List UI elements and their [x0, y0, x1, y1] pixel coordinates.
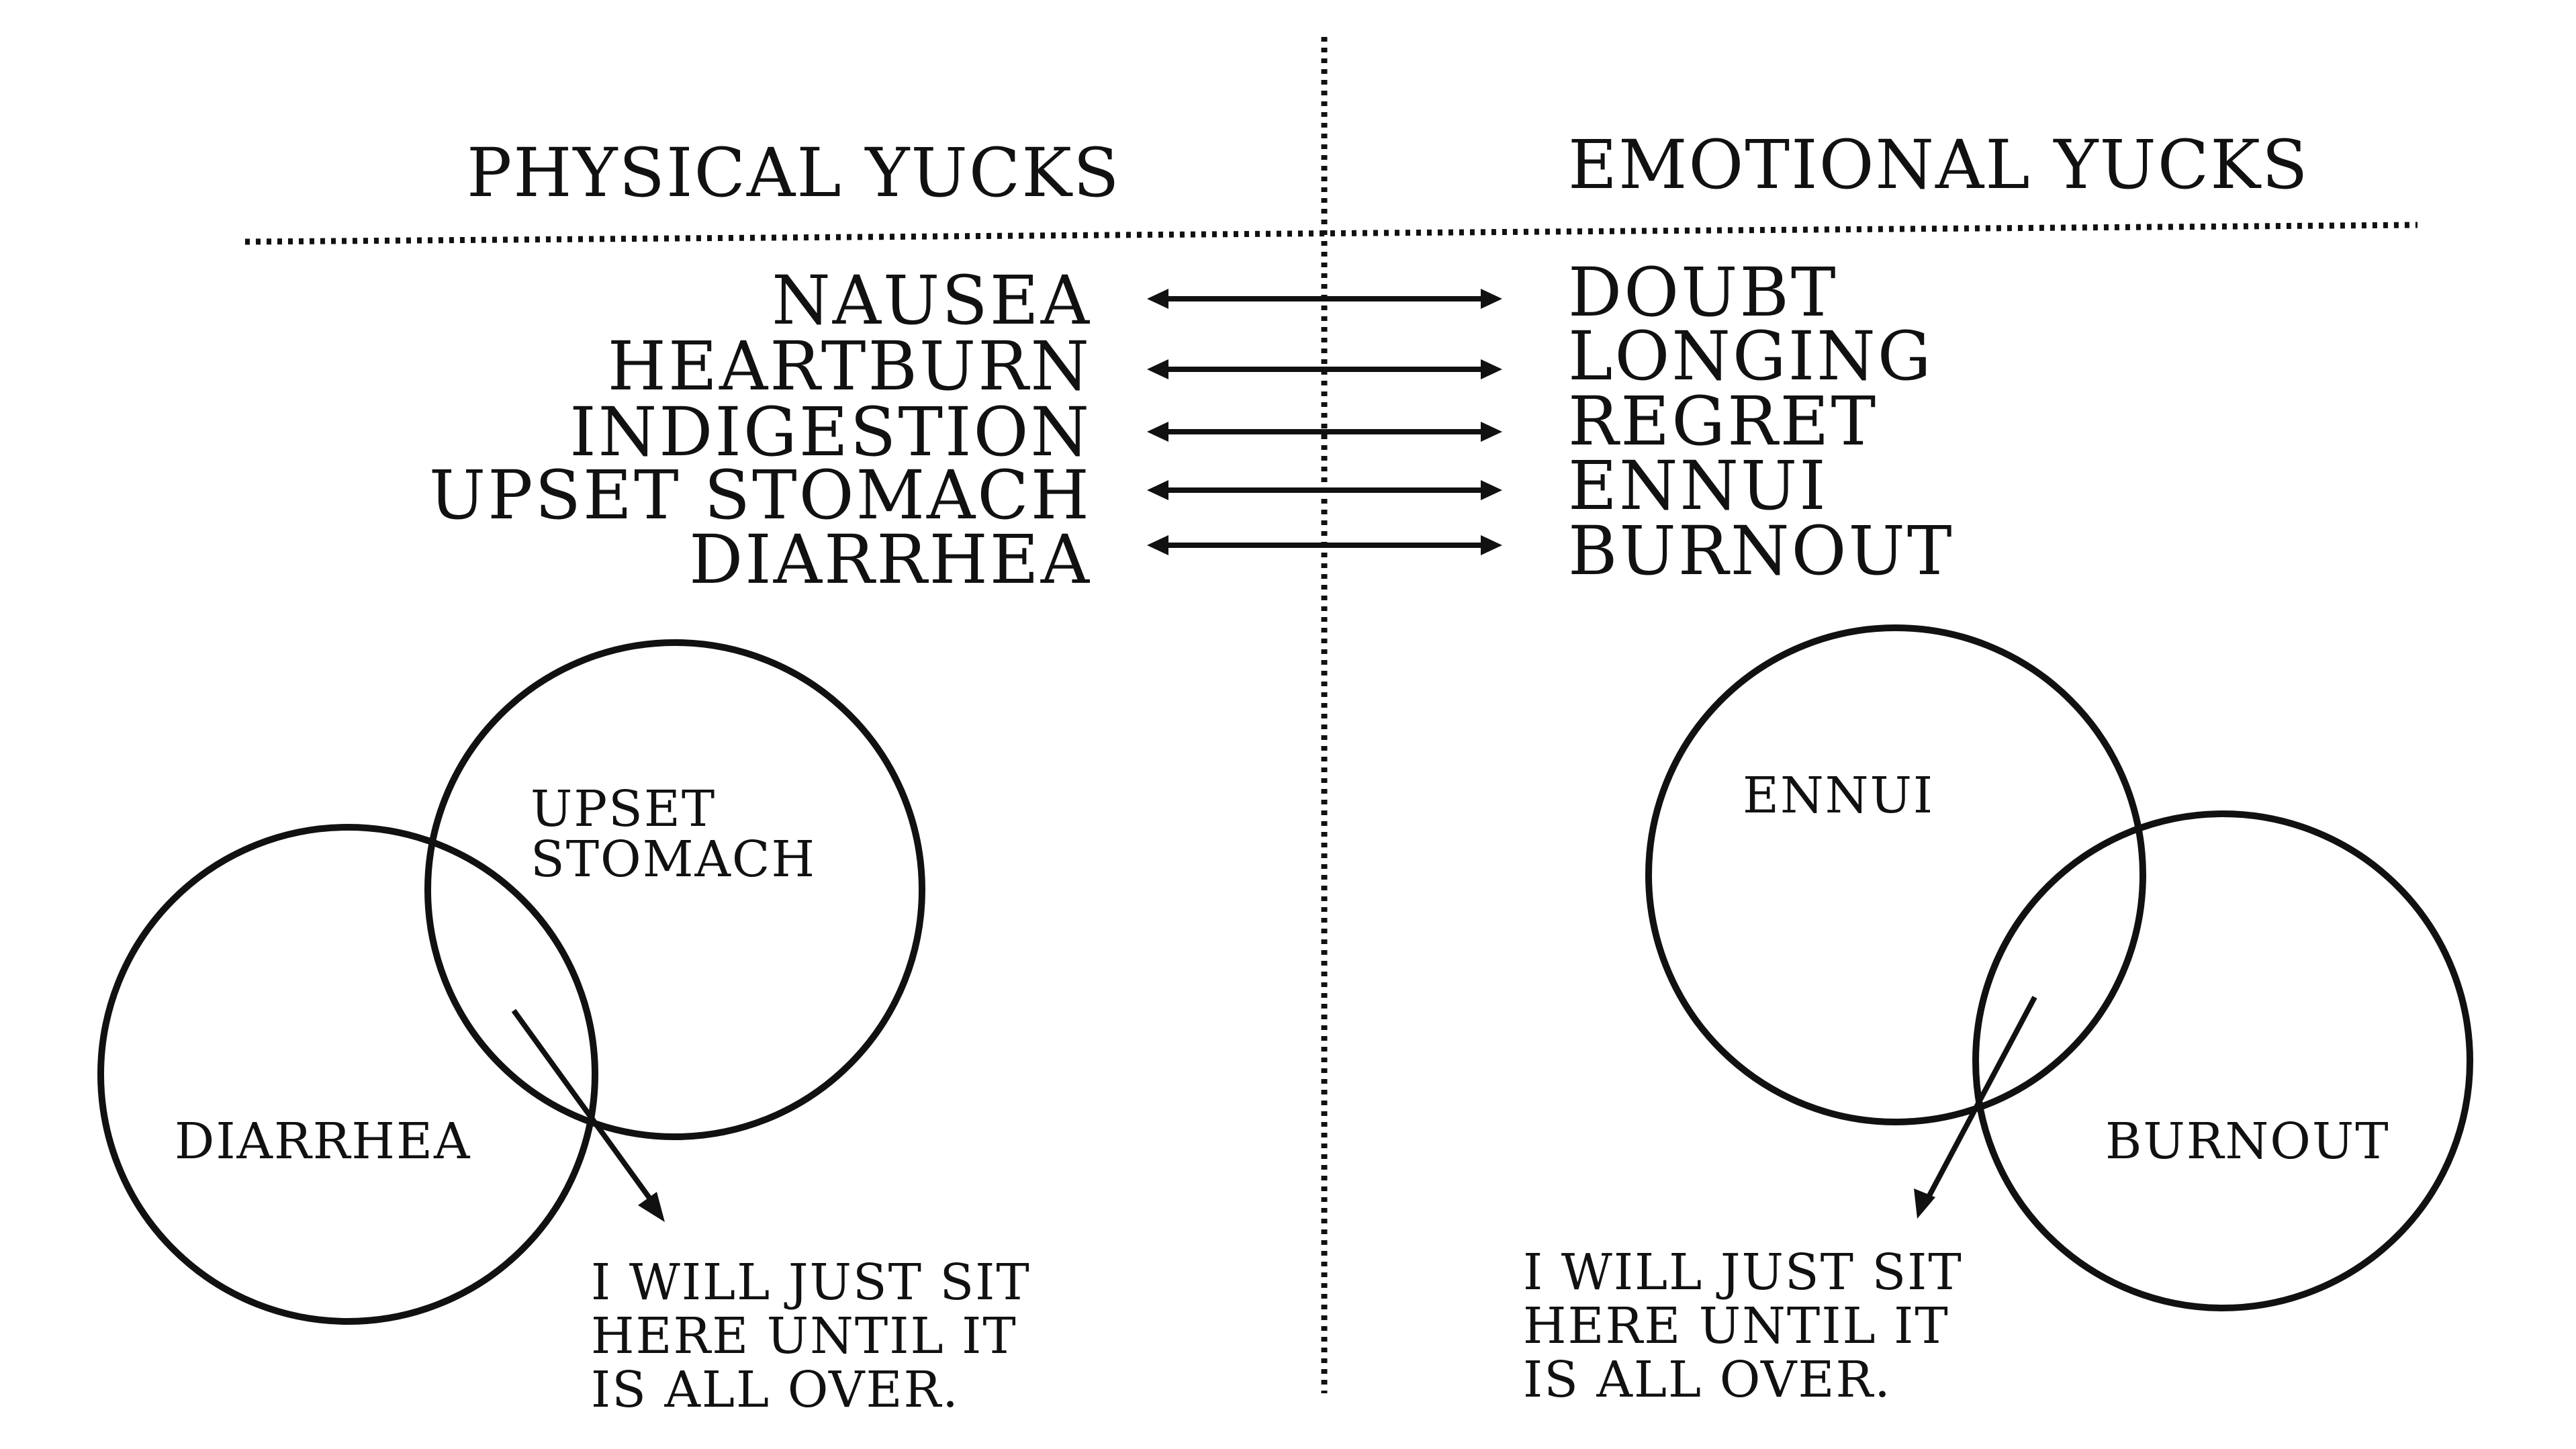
venn-label-ennui: ENNUI — [1743, 767, 1934, 825]
horizontal-divider — [244, 222, 2418, 245]
pointer-arrow — [1914, 996, 2037, 1219]
emotional-item: REGRET — [1568, 382, 1878, 461]
venn-circle-burnout — [1972, 810, 2473, 1311]
physical-item: NAUSEA — [772, 261, 1091, 340]
emotional-item: DOUBT — [1568, 253, 1838, 332]
physical-item: DIARRHEA — [689, 520, 1091, 599]
emotional-item: ENNUI — [1568, 447, 1828, 525]
note-line: I WILL JUST SIT — [1523, 1244, 1963, 1301]
venn-label-diarrhea: DIARRHEA — [175, 1113, 471, 1170]
venn-circle-upset-stomach — [424, 639, 925, 1140]
double-arrow — [1147, 289, 1502, 309]
heading-emotional-yucks: EMOTIONAL YUCKS — [1568, 126, 2309, 204]
venn-label-upset: UPSET — [531, 780, 716, 838]
physical-item: HEARTBURN — [608, 327, 1091, 406]
double-arrow — [1147, 422, 1502, 442]
venn-label-burnout: BURNOUT — [2105, 1113, 2390, 1170]
emotional-item: LONGING — [1568, 317, 1933, 395]
pointer-arrow — [511, 1009, 665, 1222]
emotional-item: BURNOUT — [1568, 512, 1954, 590]
note-line: I WILL JUST SIT — [591, 1254, 1031, 1311]
venn-label-stomach: STOMACH — [531, 831, 816, 888]
venn-circle-diarrhea — [97, 824, 598, 1325]
physical-item: UPSET STOMACH — [429, 456, 1091, 534]
double-arrow — [1147, 535, 1502, 555]
venn-circle-ennui — [1645, 624, 2146, 1125]
note-line: HERE UNTIL IT — [591, 1307, 1017, 1365]
heading-physical-yucks: PHYSICAL YUCKS — [467, 134, 1120, 212]
note-line: HERE UNTIL IT — [1523, 1297, 1949, 1355]
double-arrow — [1147, 359, 1502, 379]
note-line: IS ALL OVER. — [1523, 1351, 1892, 1409]
double-arrow — [1147, 480, 1502, 500]
physical-item: INDIGESTION — [569, 393, 1091, 471]
note-line: IS ALL OVER. — [591, 1361, 960, 1419]
